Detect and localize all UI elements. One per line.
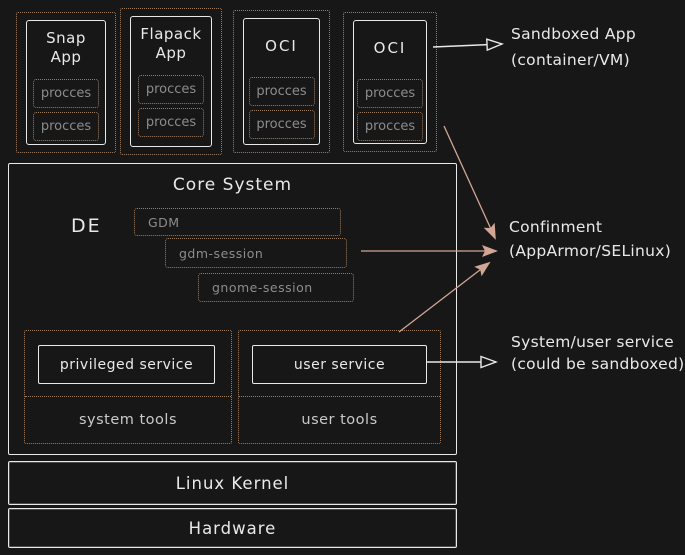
sandbox-group-flatpak: Flapack App procces procces <box>120 8 222 155</box>
note-line: (AppArmor/SELinux) <box>509 242 672 260</box>
privileged-service-box: privileged service <box>38 345 215 384</box>
session-label: GDM <box>148 214 180 230</box>
linux-kernel-box: Linux Kernel <box>8 461 457 505</box>
de-label: DE <box>71 215 102 237</box>
system-services-group: privileged service system tools <box>24 330 232 444</box>
app-title: Snap App <box>46 21 86 75</box>
note-line: (container/VM) <box>511 51 630 69</box>
note-line: Sandboxed App <box>511 25 637 43</box>
app-title-line: App <box>155 44 187 62</box>
system-tools-cell: system tools <box>25 396 231 443</box>
app-title-line: OCI <box>373 38 407 57</box>
app-title-line: Flapack <box>140 25 202 43</box>
user-service-box: user service <box>252 345 427 384</box>
session-box-gnome-session: gnome-session <box>198 273 354 302</box>
app-box-oci-2: OCI procces procces <box>353 20 427 144</box>
session-box-gdm-session: gdm-session <box>165 238 347 268</box>
app-box-snap: Snap App procces procces <box>26 20 106 145</box>
session-label: gdm-session <box>179 245 264 261</box>
session-box-gdm: GDM <box>134 208 341 236</box>
process-box: procces <box>33 112 99 141</box>
process-box: procces <box>248 77 315 106</box>
arrow-oci-to-sandboxed-app <box>432 44 502 47</box>
note-line: System/user service <box>511 333 674 351</box>
process-box: procces <box>138 108 204 137</box>
app-box-flatpak: Flapack App procces procces <box>130 16 212 147</box>
app-box-oci-1: OCI procces procces <box>243 18 320 145</box>
core-system-box: Core System DE GDM gdm-session gnome-ses… <box>8 163 457 455</box>
app-title: OCI <box>265 19 298 73</box>
note-sandboxed-app: Sandboxed App (container/VM) <box>511 21 636 73</box>
note-line: (could be sandboxed) <box>511 355 685 373</box>
note-line: Confinment <box>509 218 603 236</box>
app-title: Flapack App <box>140 17 201 71</box>
sandbox-group-snap: Snap App procces procces <box>16 12 116 153</box>
hardware-box: Hardware <box>8 508 457 548</box>
user-services-group: user service user tools <box>238 330 441 444</box>
app-title-line: Snap <box>46 29 86 47</box>
sandbox-group-oci-2: OCI procces procces <box>343 12 437 152</box>
note-confinement: Confinment (AppArmor/SELinux) <box>509 215 671 263</box>
app-title-line: OCI <box>265 36 298 55</box>
process-box: procces <box>357 112 423 141</box>
note-system-user-service: System/user service (could be sandboxed) <box>511 331 684 375</box>
process-box: procces <box>33 79 99 108</box>
session-label: gnome-session <box>212 280 313 295</box>
process-box: procces <box>357 79 423 108</box>
process-box: procces <box>138 75 204 104</box>
process-box: procces <box>248 110 315 139</box>
app-title-line: App <box>50 48 82 66</box>
core-system-title: Core System <box>172 175 293 195</box>
app-title: OCI <box>374 21 407 75</box>
user-tools-cell: user tools <box>239 396 440 443</box>
sandbox-group-oci-1: OCI procces procces <box>233 10 330 153</box>
